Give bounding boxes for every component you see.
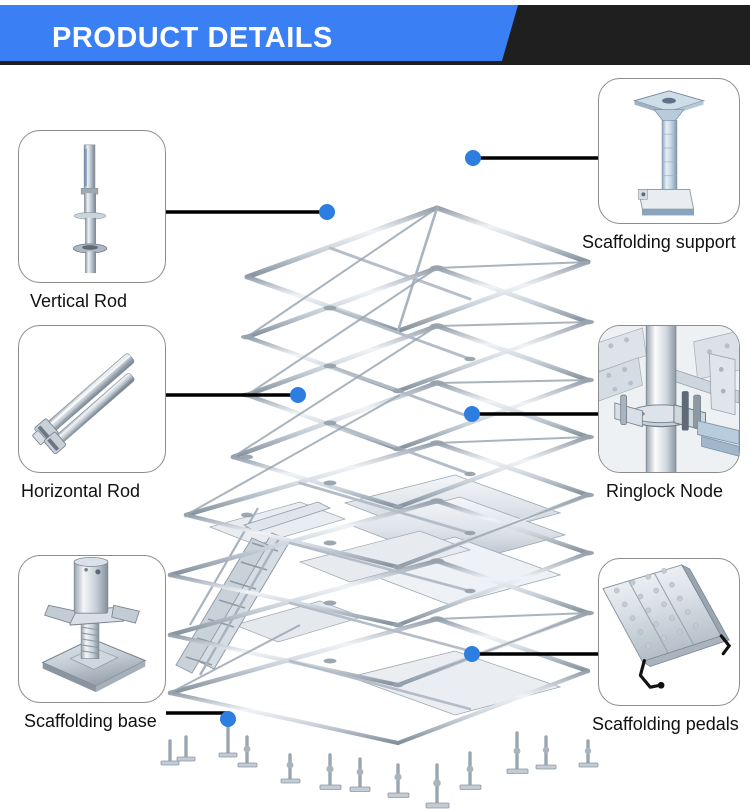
page-title: PRODUCT DETAILS	[52, 22, 333, 54]
callout-label-vertical-rod: Vertical Rod	[30, 291, 128, 311]
header-bar: PRODUCT DETAILS	[0, 5, 750, 65]
callout-label-horizontal-rod: Horizontal Rod	[21, 481, 141, 501]
callout-marker-dots	[220, 150, 481, 727]
vertical-rod-icon	[72, 144, 108, 274]
marker-dot-scaffolding-pedals[interactable]	[464, 646, 480, 662]
callout-label-scaffolding-pedals: Scaffolding pedals	[592, 714, 739, 734]
scaffolding-illustration	[0, 65, 750, 809]
callout-frame	[18, 325, 166, 473]
leader-line-scaffolding-base	[166, 711, 230, 719]
callout-label-scaffolding-base: Scaffolding base	[24, 711, 157, 731]
scaffolding-base-icon	[41, 556, 147, 693]
callout-frame	[18, 555, 166, 703]
scaffolding-diagram	[160, 150, 599, 809]
marker-dot-horizontal-rod[interactable]	[290, 387, 306, 403]
callout-label-scaffolding-support: Scaffolding support	[582, 232, 736, 252]
callout-frame	[598, 325, 740, 473]
horizontal-rod-icon	[32, 353, 135, 455]
scaffolding-support-icon	[632, 90, 706, 216]
callout-frame	[598, 78, 740, 224]
marker-dot-scaffolding-base[interactable]	[220, 711, 236, 727]
callout-frame	[598, 558, 740, 706]
marker-dot-vertical-rod[interactable]	[319, 204, 335, 220]
header-underline	[18, 56, 478, 59]
marker-dot-ringlock-node[interactable]	[464, 406, 480, 422]
marker-dot-scaffolding-support[interactable]	[465, 150, 481, 166]
scaffold-base-jacks	[160, 723, 599, 809]
callout-frame	[18, 130, 166, 283]
ringlock-node-icon	[599, 326, 739, 472]
scaffolding-pedals-icon	[602, 564, 732, 689]
callout-label-ringlock-node: Ringlock Node	[606, 481, 724, 501]
scaffold-braces	[169, 207, 589, 694]
scaffold-top-ledgers	[244, 205, 591, 334]
